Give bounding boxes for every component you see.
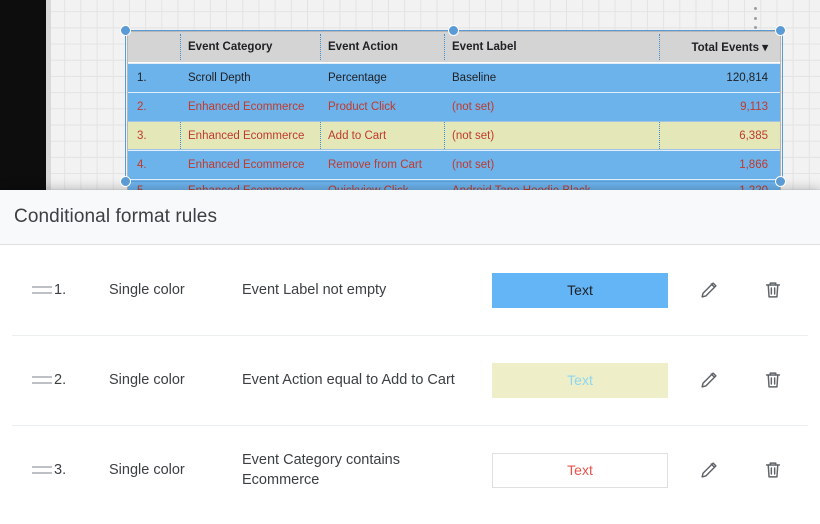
drag-line — [32, 376, 52, 378]
sort-descending-icon[interactable]: ▾ — [762, 42, 768, 54]
cell-event-action: Percentage — [328, 72, 387, 84]
table-row[interactable]: 3. Enhanced Ecommerce Add to Cart (not s… — [128, 121, 780, 150]
cell-index: 5. — [137, 185, 147, 191]
rule-actions — [695, 458, 808, 482]
header-cell-event-action[interactable]: Event Action — [328, 41, 398, 53]
report-table[interactable]: Event Category Event Action Event Label … — [127, 31, 781, 191]
rule-type: Single color — [109, 282, 185, 298]
cell-index: 4. — [137, 159, 147, 171]
cell-event-action: Product Click — [328, 101, 396, 113]
cell-total-events: 1,220 — [739, 185, 768, 191]
column-divider — [320, 34, 321, 60]
rule-type: Single color — [109, 372, 185, 388]
dialog-header: Conditional format rules — [0, 190, 820, 245]
header-total-events-label: Total Events — [691, 42, 760, 54]
column-divider — [444, 122, 445, 149]
cell-total-events: 9,113 — [740, 101, 768, 113]
resize-handle-bottom-right[interactable] — [775, 176, 786, 187]
cell-event-label: Android Tape Hoodie Black — [452, 185, 591, 191]
resize-handle-top-center[interactable] — [448, 25, 459, 36]
cell-event-label: Baseline — [452, 72, 497, 84]
rule-actions — [695, 278, 808, 302]
edit-icon[interactable] — [697, 458, 721, 482]
column-divider — [180, 122, 181, 149]
rule-condition: Event Label not empty — [242, 282, 387, 298]
cell-event-category: Enhanced Ecommerce — [188, 129, 305, 142]
edit-icon[interactable] — [697, 278, 721, 302]
cell-index: 2. — [137, 101, 147, 113]
rule-row[interactable]: 1. Single color Event Label not empty Te… — [0, 245, 820, 335]
column-divider — [180, 34, 181, 60]
rule-preview-wrap: Text — [465, 452, 695, 488]
rule-index: 1. — [54, 282, 67, 298]
edit-icon[interactable] — [697, 368, 721, 392]
column-divider — [659, 122, 660, 149]
delete-icon[interactable] — [761, 278, 785, 302]
rule-color-preview[interactable]: Text — [492, 452, 668, 488]
table-row[interactable]: 5. Enhanced Ecommerce Quickview Click An… — [128, 179, 780, 191]
rule-condition: Event Category contains Ecommerce — [242, 452, 400, 488]
drag-handle-icon[interactable] — [12, 376, 54, 384]
drag-handle-icon[interactable] — [12, 466, 54, 474]
rule-index: 3. — [54, 462, 67, 478]
rule-actions — [695, 368, 808, 392]
resize-handle-top-right[interactable] — [775, 25, 786, 36]
rule-row[interactable]: 2. Single color Event Action equal to Ad… — [0, 335, 820, 425]
left-gray-rail — [46, 0, 51, 192]
rule-row[interactable]: 3. Single color Event Category contains … — [0, 425, 820, 515]
drag-line — [32, 286, 52, 288]
table-header-row: Event Category Event Action Event Label … — [128, 32, 780, 63]
cell-event-label: (not set) — [452, 159, 495, 171]
drag-line — [32, 466, 52, 468]
rules-list: 1. Single color Event Label not empty Te… — [0, 245, 820, 515]
rule-preview-wrap: Text — [465, 362, 695, 398]
conditional-format-rules-dialog: Conditional format rules 1. Single color… — [0, 190, 820, 524]
cell-total-events: 1,866 — [739, 159, 768, 171]
report-canvas: Event Category Event Action Event Label … — [0, 0, 820, 192]
cell-index: 1. — [137, 72, 147, 84]
cell-event-action: Remove from Cart — [328, 159, 422, 171]
cell-event-action: Add to Cart — [328, 129, 387, 142]
header-cell-event-category[interactable]: Event Category — [188, 41, 273, 53]
kebab-dot — [753, 16, 757, 20]
table-row[interactable]: 4. Enhanced Ecommerce Remove from Cart (… — [128, 150, 780, 179]
cell-event-category: Enhanced Ecommerce — [188, 101, 305, 113]
cell-event-label: (not set) — [452, 101, 495, 113]
rule-type: Single color — [109, 462, 185, 478]
cell-index: 3. — [137, 129, 147, 142]
kebab-dot — [753, 7, 757, 10]
table-row[interactable]: 1. Scroll Depth Percentage Baseline 120,… — [128, 63, 780, 92]
resize-handle-bottom-left[interactable] — [120, 176, 131, 187]
more-options-icon[interactable] — [749, 7, 761, 29]
rule-index: 2. — [54, 372, 67, 388]
rule-color-preview[interactable]: Text — [492, 362, 668, 398]
cell-event-category: Enhanced Ecommerce — [188, 159, 305, 171]
drag-line — [32, 472, 52, 474]
rule-condition: Event Action equal to Add to Cart — [242, 372, 455, 388]
dialog-title: Conditional format rules — [14, 206, 218, 227]
drag-line — [32, 292, 52, 294]
column-divider — [659, 34, 660, 60]
cell-event-category: Scroll Depth — [188, 72, 251, 84]
table-row[interactable]: 2. Enhanced Ecommerce Product Click (not… — [128, 92, 780, 121]
cell-total-events: 6,385 — [739, 129, 768, 142]
delete-icon[interactable] — [761, 368, 785, 392]
left-dark-rail — [0, 0, 46, 192]
header-cell-total-events[interactable]: Total Events ▾ — [659, 40, 780, 54]
kebab-dot — [753, 26, 757, 29]
cell-event-action: Quickview Click — [328, 185, 409, 191]
rule-preview-wrap: Text — [465, 272, 695, 308]
cell-total-events: 120,814 — [726, 72, 768, 84]
drag-line — [32, 382, 52, 384]
rule-color-preview[interactable]: Text — [492, 272, 668, 308]
header-cell-event-label[interactable]: Event Label — [452, 41, 517, 53]
delete-icon[interactable] — [761, 458, 785, 482]
cell-event-label: (not set) — [452, 129, 495, 142]
resize-handle-top-left[interactable] — [120, 25, 131, 36]
drag-handle-icon[interactable] — [12, 286, 54, 294]
column-divider — [320, 122, 321, 149]
column-divider — [444, 34, 445, 60]
cell-event-category: Enhanced Ecommerce — [188, 185, 305, 191]
